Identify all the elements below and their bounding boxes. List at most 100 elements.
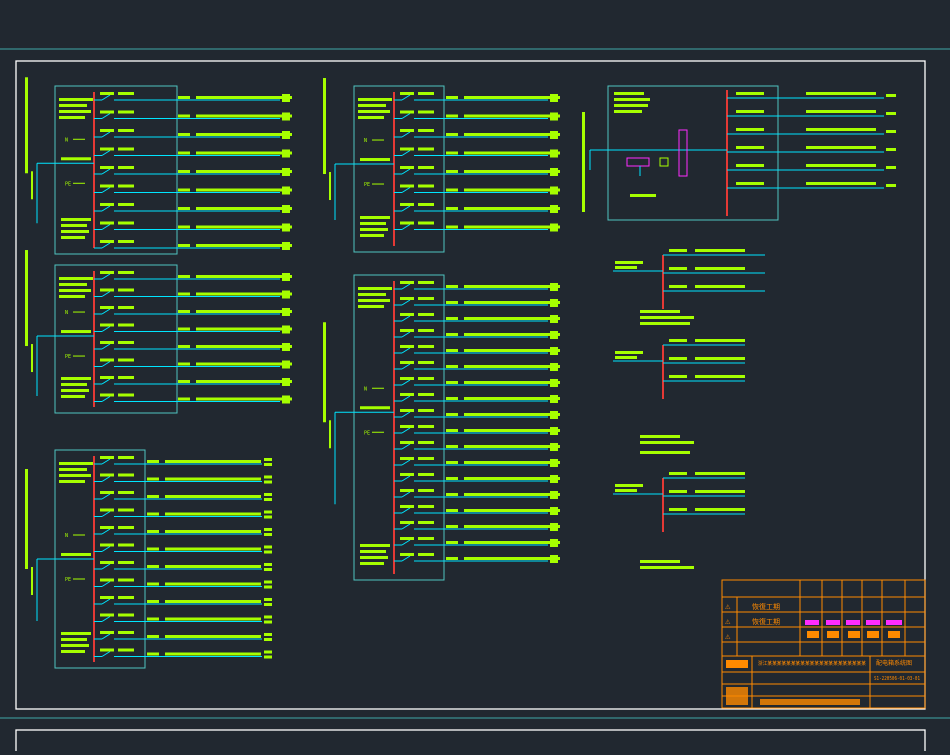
panel-header-mark	[59, 468, 87, 471]
label-mark	[806, 146, 876, 149]
phase-label-mark	[446, 477, 458, 480]
breaker-label-mark	[400, 425, 414, 428]
meter-label-mark	[630, 194, 656, 197]
load-calc-mark	[61, 650, 85, 653]
breaker-label-mark	[418, 147, 434, 151]
load-label-mark	[550, 191, 558, 195]
breaker-label-mark	[400, 203, 414, 206]
cable-spec-mark	[31, 344, 33, 373]
load-label-mark	[282, 223, 290, 227]
circuit-code-mark	[464, 493, 560, 496]
circuit-code-mark	[464, 477, 560, 480]
label-mark	[669, 472, 687, 475]
load-label-mark	[550, 347, 558, 350]
n-bar-label: N	[65, 310, 68, 316]
load-label-mark	[550, 507, 558, 510]
breaker-label-mark	[418, 393, 434, 396]
breaker-contact	[401, 539, 411, 546]
breaker-label-mark	[118, 648, 134, 652]
load-label-mark	[264, 615, 272, 619]
title-block: ⚠ 恢復工期 ⚠ 恢復工期 ⚠ 浙江某某某某某某某某某某某某某某某某某某某某某 …	[721, 579, 926, 709]
load-label-mark	[550, 228, 558, 232]
load-label-mark	[282, 94, 290, 97]
load-label-mark	[282, 168, 290, 171]
load-label-mark	[282, 173, 290, 176]
load-label-mark	[550, 448, 558, 451]
n-bar-label: N	[364, 386, 367, 392]
load-calc-mark	[61, 377, 91, 380]
phase-label-mark	[178, 207, 190, 210]
circuit-code-mark	[165, 547, 261, 551]
n-bar-label: N	[65, 137, 68, 143]
phase-label-mark	[446, 509, 458, 512]
load-label-mark	[550, 523, 558, 526]
label-mark	[640, 310, 680, 313]
label-mark	[736, 92, 764, 95]
breaker-label-mark	[118, 393, 134, 397]
breaker-contact	[401, 168, 411, 175]
circuit-code-mark	[464, 445, 560, 448]
circuit-code-mark	[464, 397, 560, 400]
breaker-label-mark	[400, 441, 414, 444]
panel-header-mark	[358, 287, 392, 290]
breaker-contact	[401, 395, 411, 402]
breaker-label-mark	[400, 147, 414, 151]
breaker-contact	[401, 205, 411, 212]
load-label-mark	[550, 555, 558, 558]
title-block-mark-2: ⚠	[725, 617, 731, 627]
load-label-mark	[264, 580, 272, 584]
load-label-mark	[282, 313, 290, 316]
panel-header-mark	[59, 462, 93, 465]
title-block-mark-3: ⚠	[725, 632, 731, 642]
breaker-contact	[401, 427, 411, 434]
load-label-mark	[550, 99, 558, 102]
panel-header-mark	[358, 104, 386, 107]
breaker-label-mark	[418, 184, 434, 188]
circuit-code-mark	[464, 151, 560, 155]
breaker-label-mark	[100, 306, 114, 309]
load-label-mark	[264, 650, 272, 654]
breaker-contact	[101, 242, 111, 249]
circuit-code-mark	[196, 114, 292, 118]
label-mark	[615, 351, 643, 354]
circuit-code-mark	[464, 333, 560, 336]
panel-header-mark	[358, 116, 384, 119]
cable-spec-mark	[25, 469, 28, 569]
breaker-label-mark	[118, 491, 134, 494]
breaker-label-mark	[100, 203, 114, 206]
label-mark	[695, 508, 745, 511]
breaker-label-mark	[118, 578, 134, 582]
load-label-mark	[550, 283, 558, 286]
drawing-title: 配电箱系统图	[876, 659, 912, 667]
load-calc-mark	[360, 222, 386, 225]
panel-header-mark	[59, 474, 91, 477]
label-mark	[886, 94, 896, 97]
load-label-mark	[550, 475, 558, 478]
load-calc-mark	[360, 556, 388, 559]
breaker-label-mark	[118, 323, 134, 327]
phase-label-mark	[147, 617, 159, 621]
label-mark	[695, 249, 745, 252]
phase-label-mark	[147, 495, 159, 498]
breaker-contact	[101, 150, 111, 156]
load-label-mark	[264, 463, 272, 466]
load-label-mark	[550, 379, 558, 382]
label-mark	[614, 98, 650, 101]
load-label-mark	[550, 154, 558, 158]
circuit-code-mark	[165, 460, 261, 463]
breaker-label-mark	[418, 505, 434, 508]
project-name: 浙江某某某某某某某某某某某某某某某某某某某某某	[758, 660, 866, 667]
breaker-label-mark	[418, 409, 434, 412]
breaker-label-mark	[418, 377, 434, 380]
breaker-label-mark	[400, 184, 414, 188]
panel-header-mark	[59, 104, 87, 107]
title-block-mark-1: ⚠	[725, 602, 731, 612]
breaker-contact	[101, 378, 111, 385]
breaker-label-mark	[100, 473, 114, 477]
breaker-label-mark	[400, 393, 414, 396]
panel-header-mark	[59, 283, 87, 286]
label-mark	[614, 104, 648, 107]
breaker-label-mark	[118, 271, 134, 274]
load-label-mark	[264, 603, 272, 606]
